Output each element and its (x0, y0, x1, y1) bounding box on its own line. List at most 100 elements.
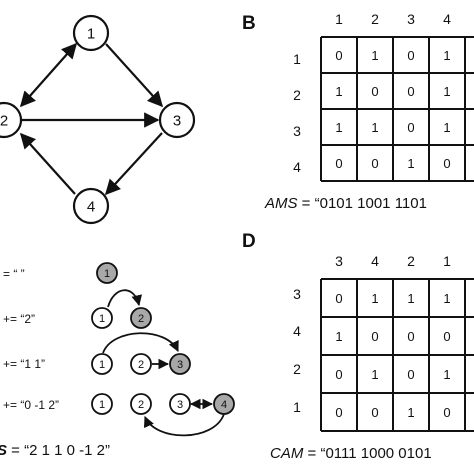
sequence-step-1: = “ ” 1 (3, 262, 118, 284)
matrix-b-col-header: 1 (335, 11, 343, 27)
sequence-step-prefix: += “2” (3, 312, 35, 326)
matrix-b-cell: 1 (335, 84, 342, 99)
sequence-final-var: S (0, 442, 7, 459)
matrix-d-cell: 1 (407, 405, 414, 420)
matrix-d-cell: 1 (443, 367, 450, 382)
matrix-b-row-header: 1 (293, 51, 301, 67)
graph-node-label: 1 (87, 26, 95, 43)
seq-node-label: 4 (221, 399, 227, 411)
matrix-b-row-header: 3 (293, 123, 301, 139)
seq-node-2: 2 (130, 307, 152, 329)
matrix-b-cell: 0 (371, 156, 378, 171)
matrix-b-cell: 1 (335, 120, 342, 135)
matrix-b-cell: 0 (407, 84, 414, 99)
seq-node-label: 1 (99, 313, 105, 325)
cam-formula-value: “0111 1000 0101 (320, 445, 431, 462)
matrix-b-cell: 1 (407, 156, 414, 171)
cam-formula: CAM = “0111 1000 0101 (270, 445, 432, 462)
matrix-d-row-header: 3 (293, 286, 301, 302)
sequence-step-3: += “1 1” 1 2 3 (3, 332, 191, 375)
matrix-d-cell: 1 (407, 291, 414, 306)
matrix-d-row-header: 1 (293, 399, 301, 415)
seq-arc (102, 332, 179, 354)
seq-node-2: 2 (130, 393, 152, 415)
graph-node-label: 3 (173, 113, 181, 130)
matrix-d-grid (320, 278, 474, 432)
sequence-panel: = “ ” 1 += “2” 1 2 += “1 1” (0, 262, 235, 459)
graph-node-2: 2 (0, 101, 23, 139)
graph-node-4: 4 (72, 187, 110, 225)
graph-node-label: 2 (0, 113, 8, 130)
seq-node-label: 3 (177, 399, 183, 411)
matrix-b-cell: 0 (335, 48, 342, 63)
matrix-b-cells: 0 1 0 1 1 0 0 1 1 1 0 1 0 0 1 0 (335, 48, 450, 171)
matrix-d-cell: 1 (443, 291, 450, 306)
matrix-b-cell: 1 (443, 48, 450, 63)
matrix-b-grid (320, 36, 474, 182)
ams-formula-eq: = (298, 195, 315, 212)
sequence-final-formula: S = “2 1 1 0 -1 2” (0, 442, 110, 459)
matrix-b-col-header: 4 (443, 11, 451, 27)
matrix-d-col-header: 2 (407, 253, 415, 269)
matrix-b-row-header: 4 (293, 159, 301, 175)
sequence-step-prefix: += “0 -1 2” (3, 398, 59, 412)
matrix-d-panel: D 3 4 2 1 3 4 2 1 0 1 1 1 1 0 0 (242, 231, 474, 462)
edge-1-3 (105, 43, 164, 108)
sequence-step-prefix: = “ ” (3, 267, 25, 281)
seq-node-label: 1 (99, 359, 105, 371)
matrix-d-cells: 0 1 1 1 1 0 0 0 0 1 0 1 0 0 1 0 (335, 291, 450, 420)
graph-panel: 1 2 3 4 (0, 14, 196, 225)
seq-node-3: 3 (169, 353, 191, 375)
graph-node-1: 1 (72, 14, 110, 52)
matrix-d-row-header: 2 (293, 361, 301, 377)
seq-node-1: 1 (91, 393, 113, 415)
seq-node-label: 1 (104, 268, 110, 280)
ams-formula-var: AMS (264, 195, 298, 212)
graph-node-3: 3 (158, 101, 196, 139)
matrix-d-cell: 0 (335, 367, 342, 382)
panel-letter-d: D (242, 231, 256, 252)
matrix-b-col-header: 2 (371, 11, 379, 27)
seq-node-label: 2 (138, 313, 144, 325)
matrix-b-cell: 0 (371, 84, 378, 99)
graph-node-label: 4 (87, 199, 95, 216)
matrix-d-cell: 0 (335, 405, 342, 420)
seq-node-1: 1 (96, 262, 118, 284)
sequence-step-prefix: += “1 1” (3, 357, 45, 371)
matrix-d-cell: 1 (371, 291, 378, 306)
matrix-b-cell: 1 (371, 48, 378, 63)
cam-formula-eq: = (303, 445, 320, 462)
matrix-d-cell: 0 (443, 405, 450, 420)
matrix-d-cell: 0 (407, 329, 414, 344)
seq-node-label: 1 (99, 399, 105, 411)
matrix-b-cell: 0 (443, 156, 450, 171)
matrix-d-cell: 0 (371, 405, 378, 420)
sequence-step-2: += “2” 1 2 (3, 289, 152, 329)
matrix-b-cell: 0 (407, 48, 414, 63)
seq-node-2: 2 (130, 353, 152, 375)
seq-node-label: 2 (138, 359, 144, 371)
seq-arc (107, 289, 142, 308)
edge-3-4 (104, 132, 163, 196)
matrix-d-col-header: 3 (335, 253, 343, 269)
matrix-d-cell: 0 (335, 291, 342, 306)
matrix-d-cell: 0 (407, 367, 414, 382)
sequence-final-eq: = (7, 442, 24, 459)
matrix-b-panel: B 1 2 3 4 1 2 3 4 0 1 0 1 1 0 0 (242, 11, 474, 212)
matrix-b-cell: 1 (443, 120, 450, 135)
matrix-b-cell: 0 (335, 156, 342, 171)
seq-node-label: 2 (138, 399, 144, 411)
edge-1-2 (19, 42, 78, 108)
cam-formula-var: CAM (270, 445, 304, 462)
matrix-b-col-header: 3 (407, 11, 415, 27)
matrix-b-cell: 0 (407, 120, 414, 135)
seq-arc (143, 413, 225, 437)
ams-formula: AMS = “0101 1001 1101 (264, 195, 427, 212)
matrix-d-cell: 0 (371, 329, 378, 344)
ams-formula-value: “0101 1001 1101 (315, 195, 427, 212)
matrix-d-col-header: 1 (443, 253, 451, 269)
sequence-step-4: += “0 -1 2” 1 2 3 4 (3, 393, 235, 437)
sequence-final-value: “2 1 1 0 -1 2” (24, 442, 110, 459)
matrix-d-cell: 1 (335, 329, 342, 344)
